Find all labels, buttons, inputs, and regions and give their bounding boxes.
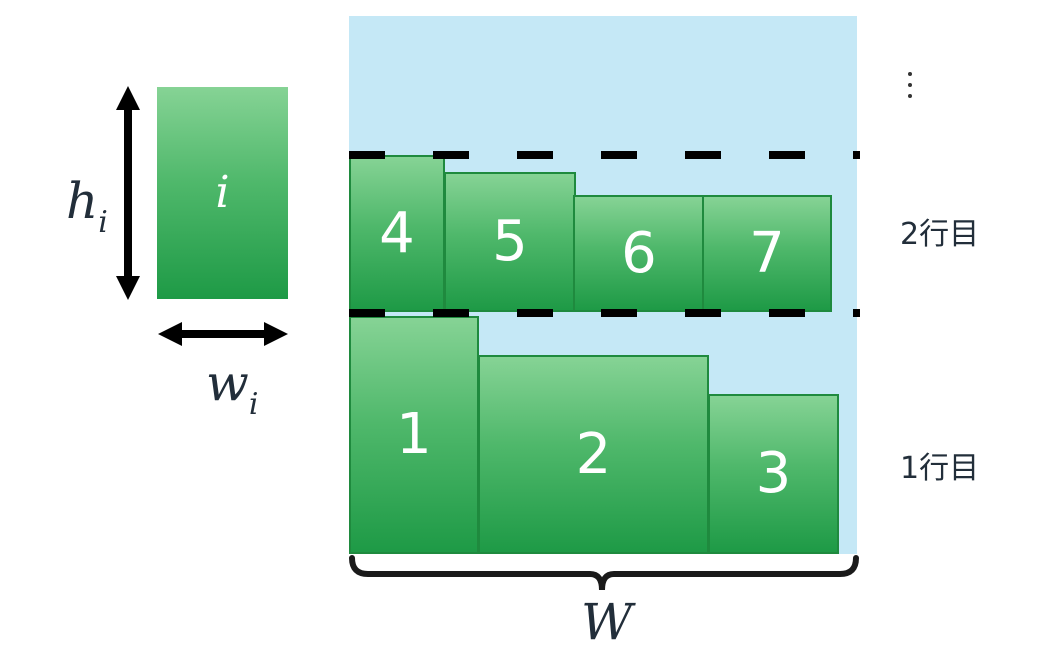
bin-width-label: W — [581, 593, 633, 651]
item-box: 7 — [702, 195, 832, 312]
item-label: 6 — [621, 220, 657, 286]
item-label: 1 — [396, 402, 432, 467]
item-box: 3 — [708, 394, 839, 554]
item-label: 4 — [379, 200, 415, 266]
height-label: hi — [66, 172, 108, 240]
item-label: 5 — [492, 209, 528, 274]
item-label: 7 — [749, 220, 785, 286]
width-arrow-icon — [158, 322, 288, 346]
item-label: 3 — [755, 441, 792, 506]
item-box: 2 — [478, 355, 709, 554]
item-label: 2 — [575, 421, 612, 487]
width-label: wi — [206, 354, 259, 422]
row-label-2: 2行目 — [900, 217, 980, 252]
item-box: 5 — [444, 172, 576, 312]
example-item-box: i — [157, 87, 288, 299]
example-item-label: i — [215, 167, 230, 218]
continuation-dots-icon — [908, 72, 912, 98]
item-box: 6 — [573, 195, 705, 312]
row-label-1: 1行目 — [900, 451, 980, 486]
height-arrow-icon — [116, 86, 140, 300]
item-box: 1 — [349, 316, 479, 554]
width-brace-icon — [349, 555, 859, 591]
